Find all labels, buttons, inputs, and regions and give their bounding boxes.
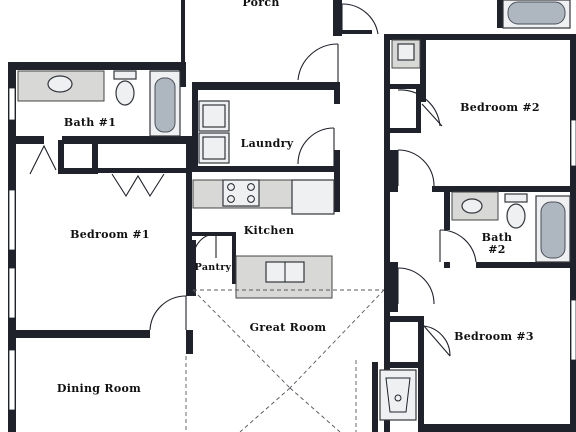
- toilet-tank-bath2: [504, 193, 528, 203]
- toilet-bath1-icon: [115, 80, 135, 106]
- sink-bath1-icon: [47, 75, 73, 93]
- toilet-tank-bath1: [113, 70, 137, 80]
- windows: [8, 87, 576, 411]
- label-laundry: Laundry: [241, 137, 294, 150]
- walls: [8, 0, 576, 432]
- room-labels: Porch Bath #1 Laundry Bedroom #2 Bedroom…: [57, 0, 540, 395]
- label-bedroom1: Bedroom #1: [70, 228, 150, 241]
- range-icon: [222, 179, 260, 207]
- toilet-bath2-icon: [506, 203, 526, 229]
- fixtures: [17, 0, 571, 421]
- label-bedroom3: Bedroom #3: [454, 330, 534, 343]
- label-pantry: Pantry: [195, 262, 232, 273]
- label-dining-room: Dining Room: [57, 382, 141, 395]
- label-bath1: Bath #1: [64, 116, 116, 129]
- label-bath2-line1: Bath: [482, 231, 513, 244]
- sink-bath2-icon: [461, 198, 483, 214]
- great-room-ceiling-lines: [185, 289, 385, 432]
- label-kitchen: Kitchen: [244, 224, 295, 237]
- label-bedroom2: Bedroom #2: [460, 101, 540, 114]
- label-porch: Porch: [242, 0, 279, 9]
- label-great-room: Great Room: [250, 321, 327, 334]
- doors: [29, 3, 477, 357]
- fridge-icon: [291, 179, 335, 215]
- label-bath2-line2: #2: [488, 243, 505, 256]
